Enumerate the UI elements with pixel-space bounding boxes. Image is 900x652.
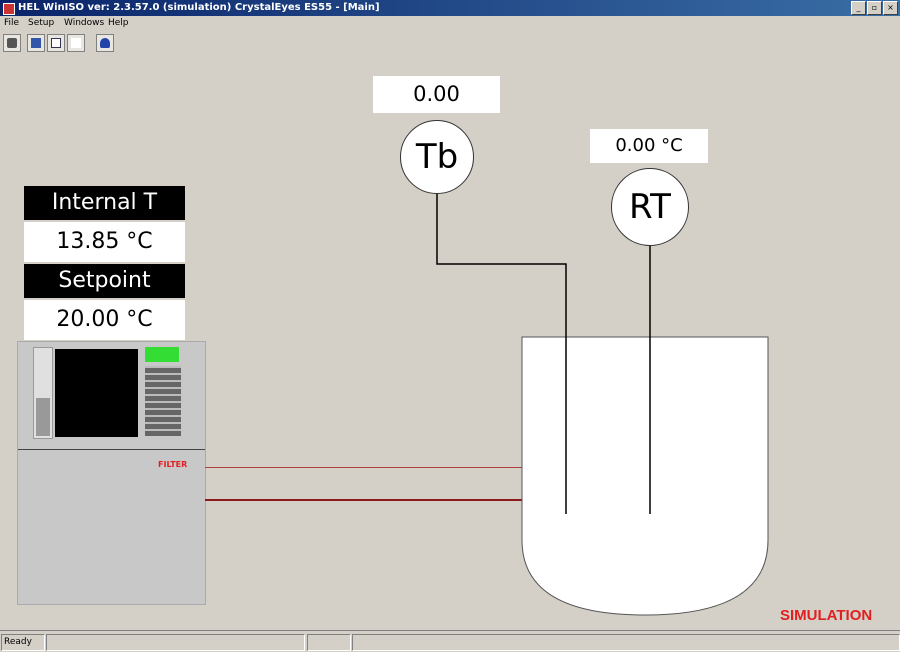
status-panel-1 [46,634,305,651]
tb-readout: 0.00 [373,76,500,113]
menu-file[interactable]: File [4,18,20,28]
menu-windows[interactable]: Windows [64,18,105,28]
blank-icon [71,38,81,48]
status-panel-3 [352,634,900,651]
unit-divider [18,449,205,450]
window-title: HEL WinISO ver: 2.3.57.0 (simulation) Cr… [18,2,380,13]
menu-help[interactable]: Help [108,18,129,28]
unit-screen [55,349,138,437]
title-bar: HEL WinISO ver: 2.3.57.0 (simulation) Cr… [0,0,900,16]
user-icon [100,38,110,48]
menu-bar: File Setup Windows Help [0,16,900,31]
reactor-icon [31,38,41,48]
internal-temp-label: Internal T [24,186,185,220]
plant-icon [7,38,17,48]
minimize-button[interactable]: _ [851,1,866,15]
user-button[interactable] [96,34,114,52]
setpoint-value[interactable]: 20.00 °C [24,300,185,340]
status-ready: Ready [1,634,45,651]
chart-button[interactable] [47,34,65,52]
menu-setup[interactable]: Setup [28,18,55,28]
reactor-vessel [521,336,769,616]
close-button[interactable]: × [883,1,898,15]
setpoint-label: Setpoint [24,264,185,298]
toolbar [0,32,900,54]
unit-display [145,347,179,362]
unit-side-panel [33,347,53,439]
filter-label: FILTER [158,460,188,469]
pipe-lower [205,499,523,501]
status-panel-2 [307,634,351,651]
tb-probe-line [436,190,567,514]
app-icon [3,3,15,15]
restore-button[interactable]: ▫ [867,1,882,15]
blank-button[interactable] [67,34,85,52]
pipe-upper [205,467,523,468]
window-controls: _ ▫ × [851,1,898,15]
thermostat-unit[interactable]: FILTER [17,341,206,605]
status-bar: Ready [0,630,900,652]
chart-icon [51,38,61,48]
internal-temp-value: 13.85 °C [24,222,185,262]
rt-probe[interactable]: RT [611,168,689,246]
plant-button[interactable] [3,34,21,52]
simulation-label: SIMULATION [780,607,873,624]
unit-level-bar [36,398,50,436]
unit-keypad [145,366,181,436]
tb-probe[interactable]: Tb [400,120,474,194]
reactor-button[interactable] [27,34,45,52]
rt-readout: 0.00 °C [590,129,708,163]
